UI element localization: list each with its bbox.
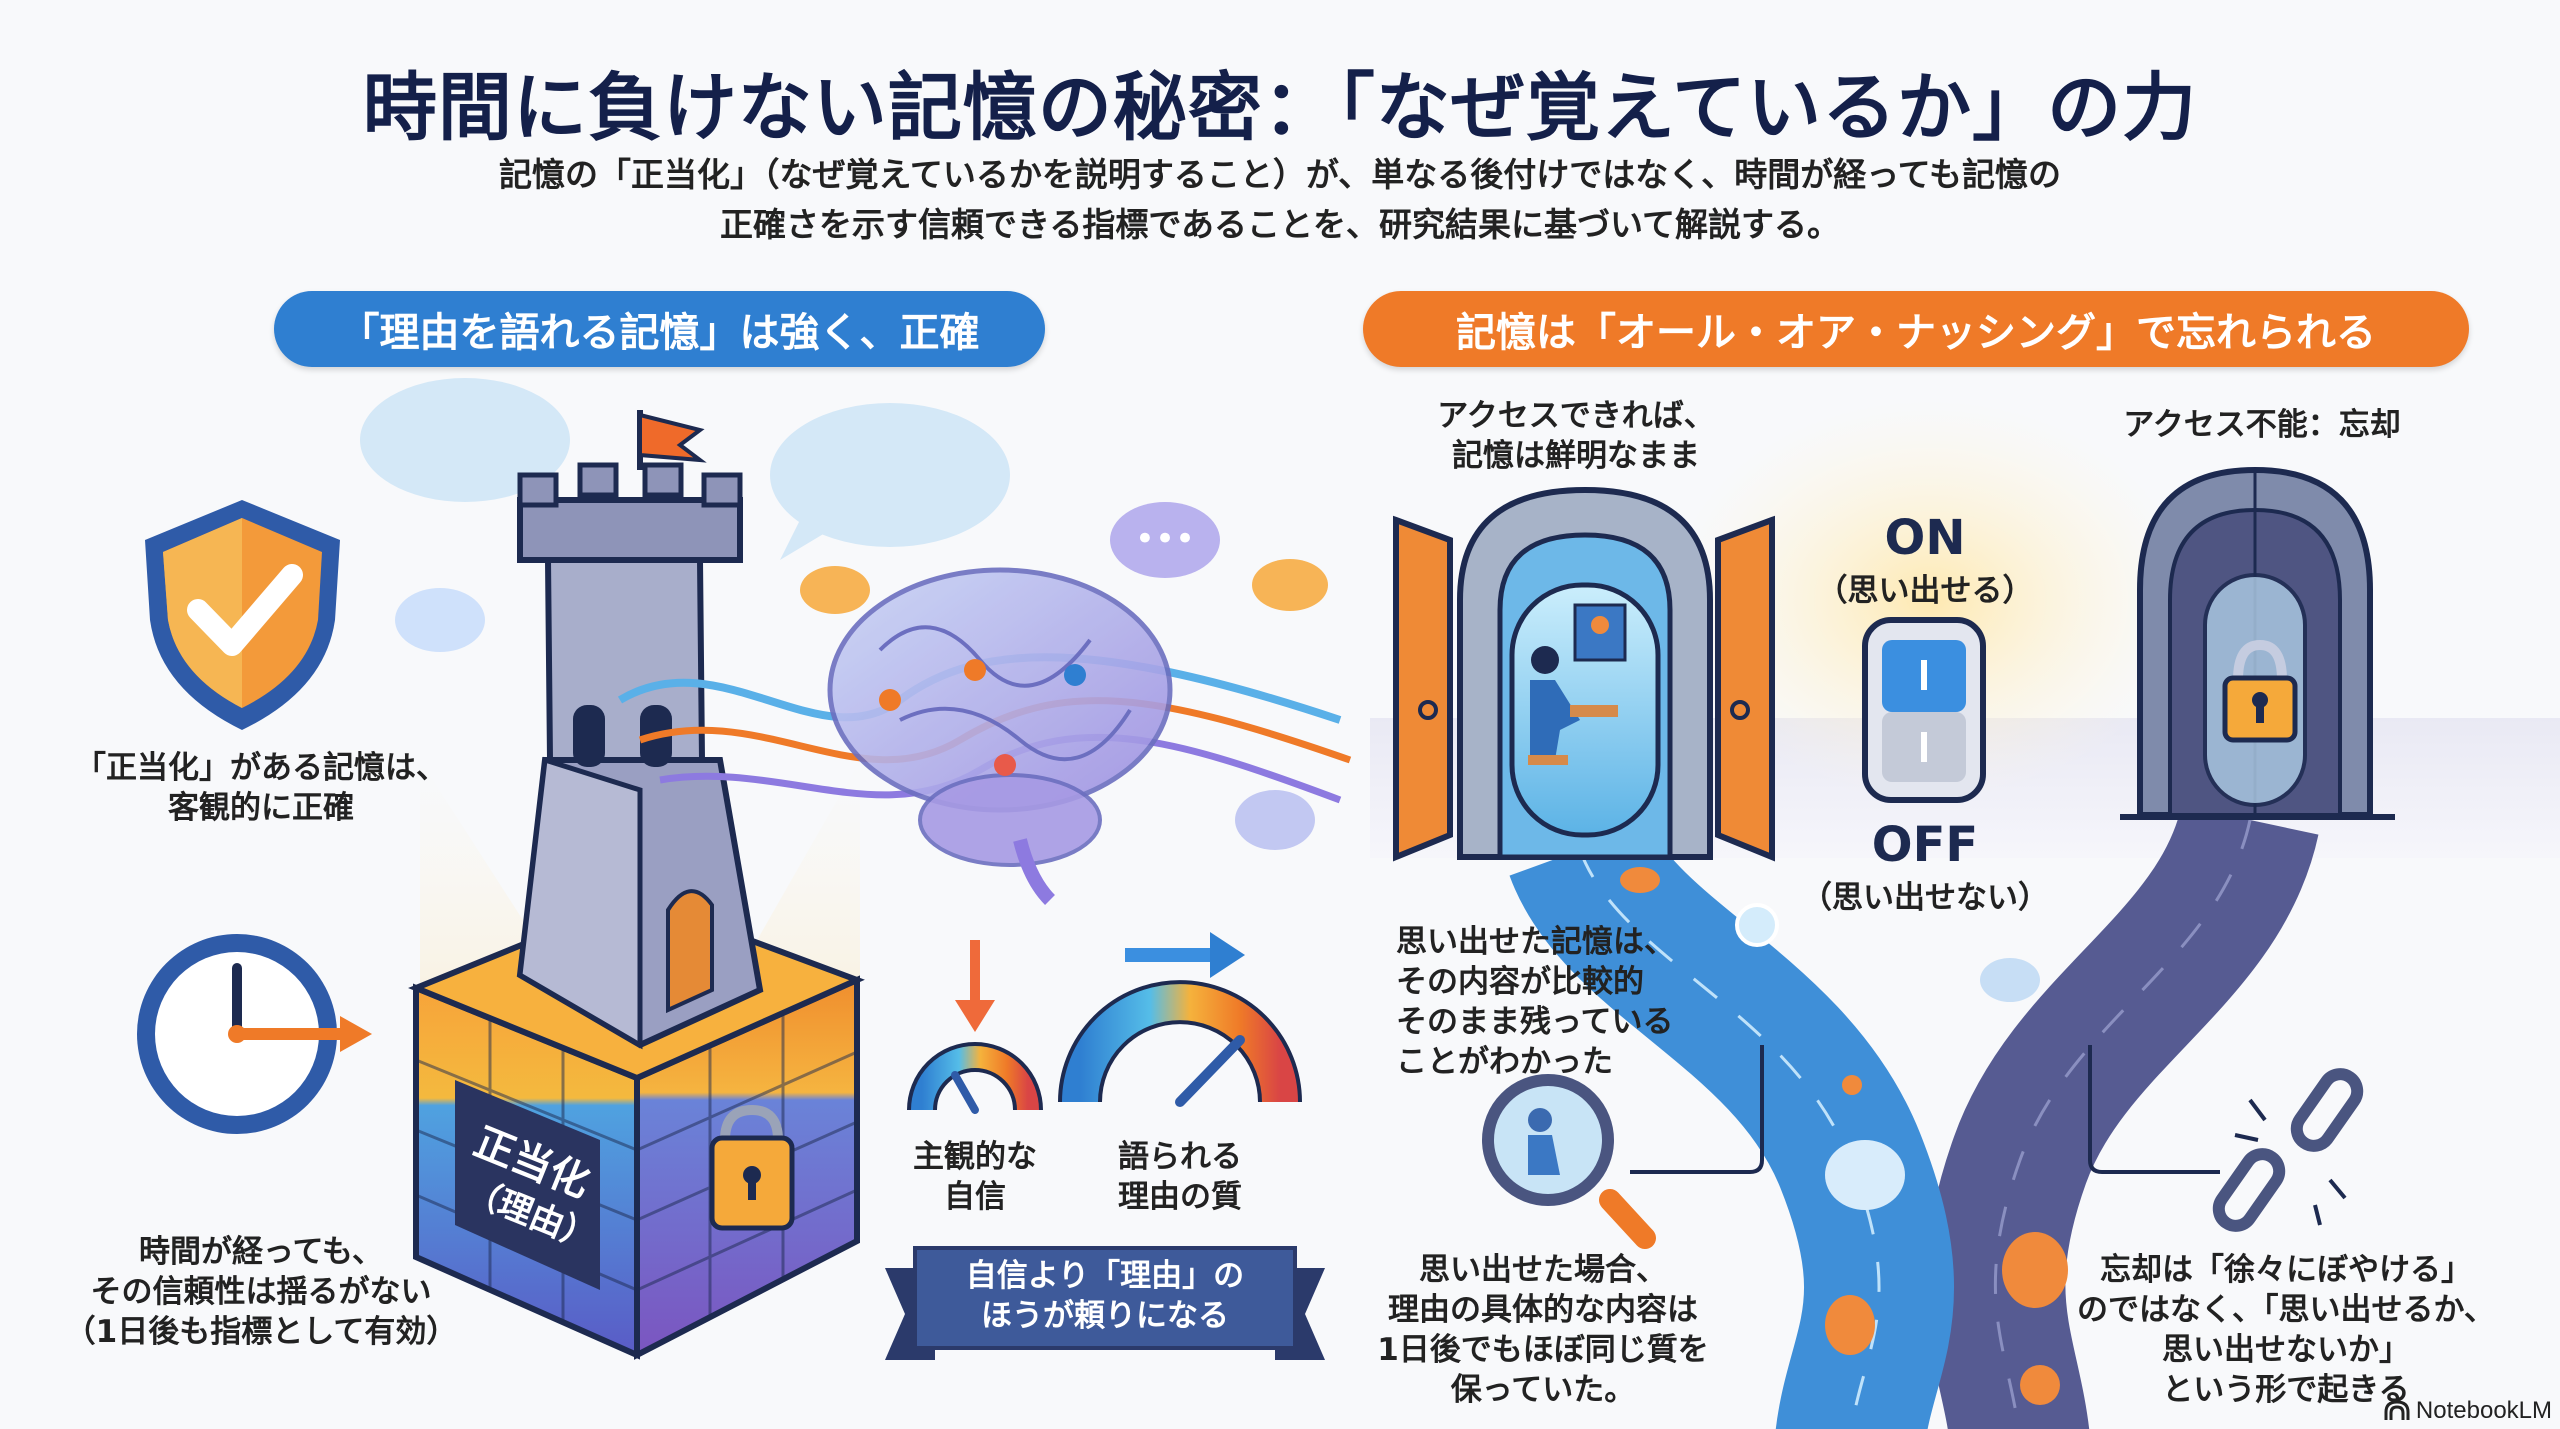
recall-detail: 思い出せた場合、 理由の具体的な内容は 1日後でもほぼ同じ質を 保っていた。: [1377, 1250, 1709, 1410]
recall-callout-line: [1630, 1045, 1764, 1174]
recall-detail-line: 1日後でもほぼ同じ質を: [1377, 1332, 1709, 1368]
switch-on-label: ON: [1884, 510, 1966, 566]
recall-caption: 思い出せた記憶は、 その内容が比較的 そのまま残っている ことがわかった: [1396, 922, 1675, 1082]
forget-caption-line: という形で起きる: [2162, 1372, 2410, 1408]
ribbon-text: 自信より「理由」の ほうが頼りになる: [966, 1256, 1244, 1336]
cube-label-panel: [455, 1080, 600, 1290]
broken-chain-icon: [2212, 1068, 2364, 1232]
tower-illustration: [516, 410, 764, 1050]
small-gauge-label-line: 主観的な: [913, 1139, 1037, 1175]
open-door-caption: アクセスできれば、 記憶は鮮明なまま: [1437, 396, 1714, 476]
large-gauge-label-line: 語られる: [1118, 1139, 1242, 1175]
notebooklm-logo-icon: [2384, 1400, 2410, 1420]
locked-door-caption: アクセス不能：忘却: [2123, 407, 2401, 443]
forget-caption-line: 思い出せないか」: [2161, 1332, 2410, 1368]
forget-caption-line: 忘却は「徐々にぼやける」: [2099, 1252, 2472, 1288]
open-door-illustration: [1393, 486, 1775, 862]
forget-callout-line: [2088, 1045, 2220, 1174]
subtitle-line-2: 正確さを示す信頼できる指標であることを、研究結果に基づいて解説する。: [719, 205, 1841, 244]
page-title: 時間に負けない記憶の秘密：「なぜ覚えているか」の力: [362, 65, 2198, 151]
recall-caption-line: ことがわかった: [1396, 1044, 1613, 1080]
clock-icon: [137, 934, 372, 1134]
subtitle-line-1: 記憶の「正当化」（なぜ覚えているかを説明すること）が、単なる後付けではなく、時間…: [499, 155, 2061, 194]
recall-detail-line: 理由の具体的な内容は: [1387, 1292, 1698, 1328]
forget-caption-line: のではなく、「思い出せるか、: [2077, 1292, 2495, 1328]
recall-detail-line: 思い出せた場合、: [1418, 1252, 1667, 1288]
on-off-switch: [1862, 617, 1986, 803]
small-gauge-icon: [907, 1042, 1043, 1114]
switch-off-label: OFF: [1871, 817, 1979, 873]
right-section-heading: 記憶は「オール・オア・ナッシング」で忘れられる: [1363, 291, 2469, 367]
recall-road: [1509, 820, 1954, 1429]
svg-text:•••: •••: [1135, 519, 1195, 559]
small-gauge-label: 主観的な 自信: [913, 1137, 1037, 1217]
locked-door-illustration: [2120, 466, 2395, 820]
ribbon-banner: [885, 1246, 1325, 1360]
switch-on-sublabel: （思い出せる）: [1816, 573, 2034, 609]
clock-caption: 時間が経っても、 その信頼性は揺るがない （1日後も指標として有効）: [65, 1232, 458, 1352]
shield-caption-line: 客観的に正確: [168, 790, 354, 826]
magnifier-icon: [1482, 1074, 1656, 1249]
shield-caption-line: 「正当化」がある記憶は、: [75, 750, 447, 786]
speech-bubbles-decor: •••: [360, 378, 1328, 850]
left-section-heading: 「理由を語れる記憶」は強く、正確: [274, 291, 1045, 367]
large-gauge-label: 語られる 理由の質: [1118, 1137, 1242, 1217]
cube-padlock-icon: [709, 1104, 795, 1231]
large-gauge-icon: [1058, 980, 1302, 1107]
open-door-caption-line: 記憶は鮮明なまま: [1451, 438, 1700, 474]
recall-detail-line: 保っていた。: [1450, 1372, 1636, 1408]
clock-caption-line: （1日後も指標として有効）: [64, 1314, 458, 1350]
recall-caption-line: 思い出せた記憶は、: [1396, 924, 1675, 960]
shield-caption: 「正当化」がある記憶は、 客観的に正確: [75, 748, 447, 828]
notebooklm-badge: NotebookLM: [2384, 1397, 2552, 1425]
open-door-caption-line: アクセスできれば、: [1437, 398, 1715, 434]
clock-caption-line: 時間が経っても、: [139, 1234, 383, 1270]
large-gauge-label-line: 理由の質: [1118, 1179, 1242, 1215]
shield-check-icon: [145, 500, 340, 730]
forget-caption: 忘却は「徐々にぼやける」 のではなく、「思い出せるか、 思い出せないか」 という…: [2077, 1250, 2495, 1410]
forgetting-road: [1925, 802, 2319, 1429]
notebooklm-label: NotebookLM: [2415, 1397, 2552, 1424]
recall-caption-line: そのまま残っている: [1396, 1004, 1674, 1040]
ribbon-text-line: ほうが頼りになる: [980, 1298, 1229, 1334]
clock-caption-line: その信頼性は揺るがない: [90, 1274, 432, 1310]
recall-caption-line: その内容が比較的: [1396, 964, 1644, 1000]
brain-illustration: [617, 567, 1352, 905]
switch-off-sublabel: （思い出せない）: [1801, 880, 2049, 916]
small-gauge-label-line: 自信: [944, 1179, 1006, 1215]
ribbon-text-line: 自信より「理由」の: [965, 1258, 1245, 1294]
switch-glow: [1670, 400, 2190, 800]
down-arrow-icon: [955, 940, 995, 1032]
right-arrow-icon: [1125, 932, 1245, 978]
